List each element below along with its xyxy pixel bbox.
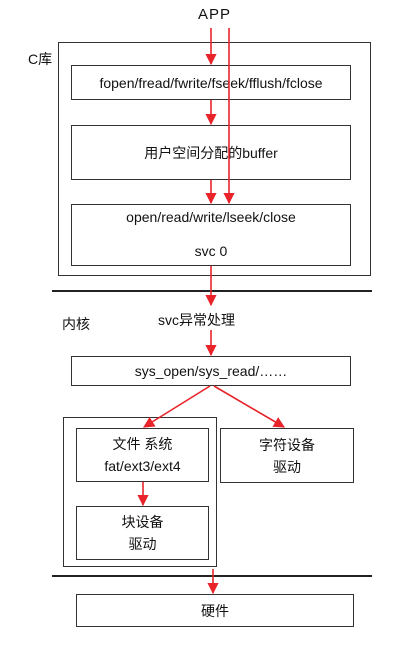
svc-text: svc 0 — [194, 243, 228, 259]
filesystem-line1: 文件 系统 — [112, 436, 173, 452]
char-driver-box: 字符设备 驱动 — [220, 428, 354, 483]
user-kernel-divider — [52, 290, 372, 292]
kernel-label: 内核 — [62, 316, 90, 332]
hardware-box: 硬件 — [76, 594, 354, 627]
app-label: APP — [198, 6, 232, 23]
syscalls-box: open/read/write/lseek/close svc 0 — [71, 204, 351, 266]
user-buffer-box: 用户空间分配的buffer — [71, 125, 351, 180]
block-driver-line2: 驱动 — [128, 536, 157, 552]
svc-handler-label: svc异常处理 — [158, 312, 235, 328]
clib-functions-text: fopen/fread/fwrite/fseek/fflush/fclose — [99, 74, 323, 91]
char-driver-line2: 驱动 — [273, 458, 301, 475]
user-buffer-text: 用户空间分配的buffer — [144, 144, 278, 161]
filesystem-box: 文件 系统 fat/ext3/ext4 — [76, 428, 209, 482]
char-driver-line1: 字符设备 — [259, 436, 315, 453]
block-driver-box: 块设备 驱动 — [76, 506, 209, 560]
block-driver-line1: 块设备 — [121, 514, 164, 530]
kernel-hardware-divider — [52, 575, 372, 577]
hardware-text: 硬件 — [201, 602, 229, 619]
sys-calls-text: sys_open/sys_read/…… — [134, 363, 288, 379]
arrow-to-char-driver — [213, 385, 285, 428]
filesystem-line2: fat/ext3/ext4 — [104, 458, 181, 474]
syscalls-text: open/read/write/lseek/close — [126, 209, 296, 225]
clib-label: C库 — [28, 51, 53, 67]
clib-functions-box: fopen/fread/fwrite/fseek/fflush/fclose — [71, 65, 351, 100]
sys-calls-box: sys_open/sys_read/…… — [71, 356, 351, 386]
